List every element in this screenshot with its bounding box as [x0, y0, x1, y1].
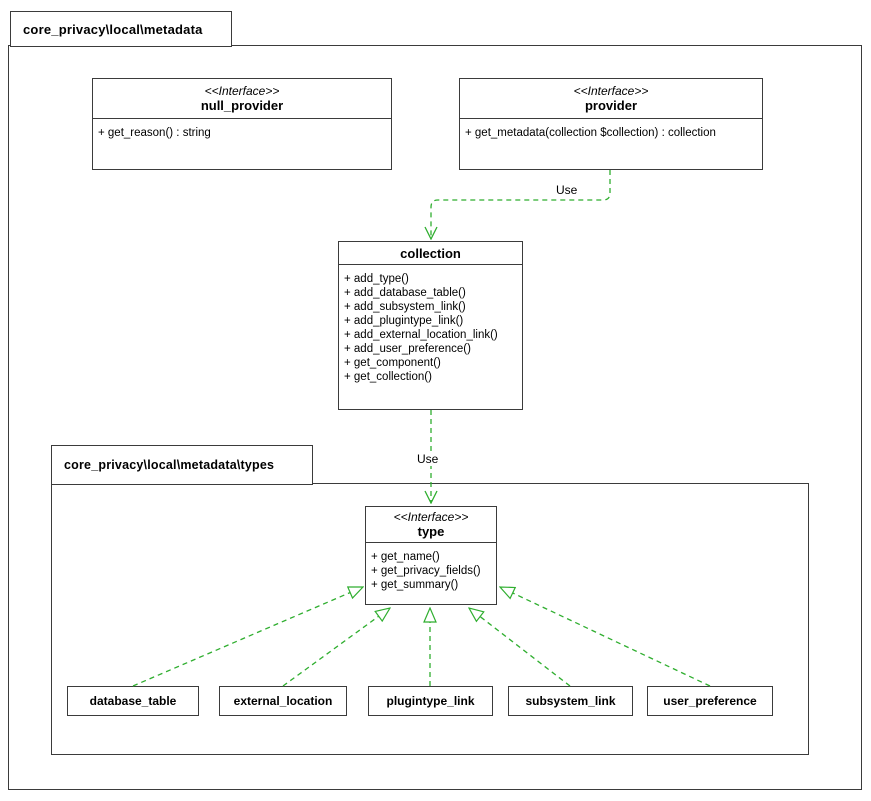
method-item: + add_user_preference()	[344, 343, 471, 355]
package-tab-core-privacy-local-metadata-types: core_privacy\local\metadata\types	[51, 445, 313, 485]
method-list: + add_type() + add_database_table() + ad…	[339, 265, 522, 384]
method-item: + add_type()	[344, 273, 409, 285]
edge-label-use-provider-collection: Use	[556, 183, 578, 197]
method-item: + get_reason() : string	[98, 127, 211, 139]
method-list: + get_name() + get_privacy_fields() + ge…	[366, 543, 496, 592]
package-label: core_privacy\local\metadata	[23, 21, 203, 37]
method-item: + get_name()	[371, 551, 440, 563]
class-box-null-provider: <<Interface>> null_provider + get_reason…	[92, 78, 392, 170]
class-header: <<Interface>> provider	[460, 79, 762, 119]
class-box-subsystem-link: subsystem_link	[508, 686, 633, 716]
class-name: user_preference	[663, 694, 757, 708]
class-name: provider	[584, 98, 637, 113]
method-item: + add_external_location_link()	[344, 329, 498, 341]
class-box-type: <<Interface>> type + get_name() + get_pr…	[365, 506, 497, 605]
class-name: subsystem_link	[525, 694, 616, 708]
class-box-external-location: external_location	[219, 686, 347, 716]
class-name: external_location	[233, 694, 333, 708]
class-name: database_table	[89, 694, 177, 708]
stereotype-label: <<Interface>>	[204, 84, 280, 98]
stereotype-label: <<Interface>>	[393, 510, 469, 524]
class-name: null_provider	[200, 98, 284, 113]
method-item: + get_component()	[344, 357, 441, 369]
package-tab-core-privacy-local-metadata: core_privacy\local\metadata	[10, 11, 232, 47]
method-item: + get_summary()	[371, 579, 459, 591]
method-item: + add_database_table()	[344, 287, 466, 299]
class-name: plugintype_link	[386, 694, 475, 708]
class-name: type	[417, 524, 445, 539]
class-box-database-table: database_table	[67, 686, 199, 716]
method-item: + get_privacy_fields()	[371, 565, 481, 577]
stereotype-label: <<Interface>>	[573, 84, 649, 98]
method-item: + add_plugintype_link()	[344, 315, 464, 327]
method-item: + get_collection()	[344, 371, 432, 383]
method-list: + get_metadata(collection $collection) :…	[460, 119, 762, 140]
method-item: + get_metadata(collection $collection) :…	[465, 127, 716, 139]
class-header: <<Interface>> type	[366, 507, 496, 543]
class-name: collection	[400, 245, 461, 261]
class-box-plugintype-link: plugintype_link	[368, 686, 493, 716]
class-box-provider: <<Interface>> provider + get_metadata(co…	[459, 78, 763, 170]
class-header: collection	[339, 242, 522, 265]
class-header: <<Interface>> null_provider	[93, 79, 391, 119]
method-item: + add_subsystem_link()	[344, 301, 466, 313]
edge-label-use-collection-type: Use	[415, 452, 441, 466]
class-box-collection: collection + add_type() + add_database_t…	[338, 241, 523, 410]
method-list: + get_reason() : string	[93, 119, 391, 140]
package-label: core_privacy\local\metadata\types	[64, 458, 275, 472]
class-box-user-preference: user_preference	[647, 686, 773, 716]
